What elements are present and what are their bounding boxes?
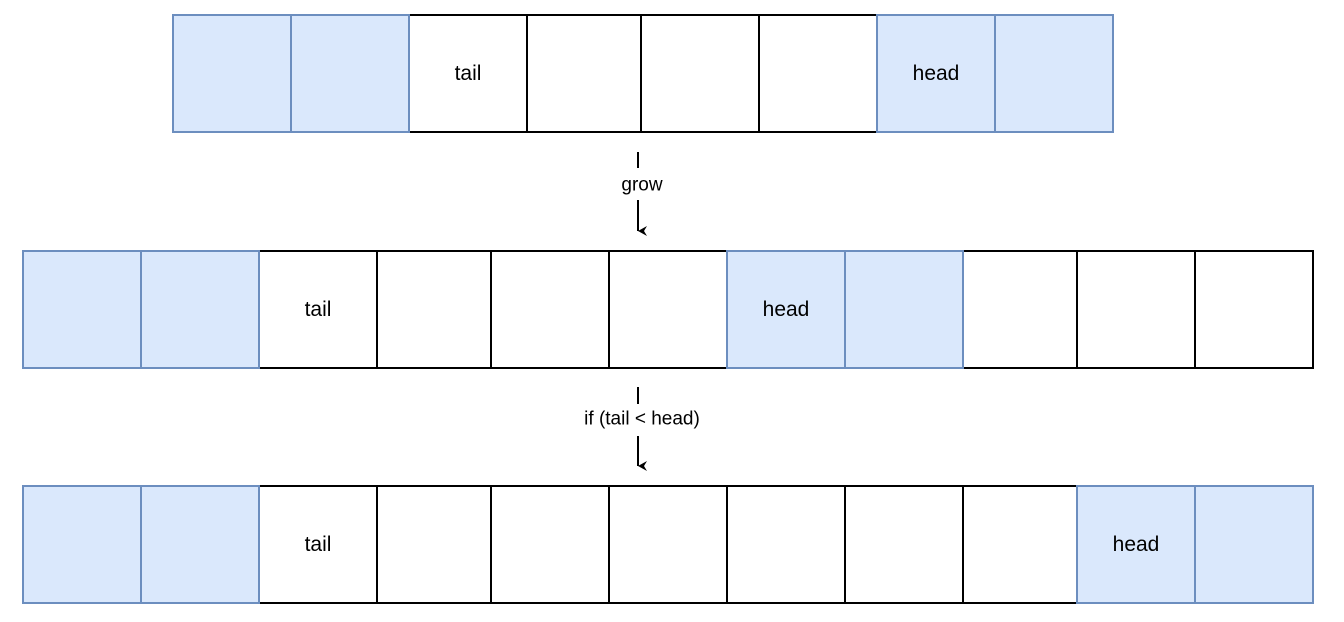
array-cell-r2-c5 — [490, 250, 610, 369]
highlighted-cell-r3-c11 — [1194, 485, 1314, 604]
array-cell-r3-c6 — [608, 485, 728, 604]
highlighted-cell-r3-c2 — [140, 485, 260, 604]
array-cell-r3-c9 — [962, 485, 1078, 604]
array-row-2: tail head — [22, 250, 1314, 369]
highlighted-cell-r3-c10 — [1076, 485, 1196, 604]
cell-label-head-r3: head — [1113, 533, 1160, 556]
highlighted-cell-r1-c8 — [994, 14, 1114, 133]
array-cell-r2-c6 — [608, 250, 728, 369]
cell-label-tail-r3: tail — [305, 533, 332, 556]
array-cell-r2-c11 — [1194, 250, 1314, 369]
array-cell-r3-c5 — [490, 485, 610, 604]
array-row-1: tail head — [172, 14, 1114, 133]
array-cell-r2-c4 — [376, 250, 492, 369]
highlighted-cell-r1-c2 — [290, 14, 410, 133]
highlighted-cell-r1-c7 — [876, 14, 996, 133]
array-cell-r1-c3 — [408, 14, 528, 133]
array-cell-r3-c8 — [844, 485, 964, 604]
cell-label-tail-r1: tail — [455, 62, 482, 85]
array-cell-r2-c3 — [258, 250, 378, 369]
array-cell-r3-c7 — [726, 485, 846, 604]
arrow-label-1: grow — [621, 175, 662, 196]
array-cell-r1-c4 — [526, 14, 642, 133]
highlighted-cell-r2-c1 — [22, 250, 142, 369]
highlighted-cell-r2-c2 — [140, 250, 260, 369]
highlighted-cell-r3-c1 — [22, 485, 142, 604]
highlighted-cell-r2-c8 — [844, 250, 964, 369]
cell-label-head-r1: head — [913, 62, 960, 85]
cell-label-head-r2: head — [763, 298, 810, 321]
array-cell-r3-c4 — [376, 485, 492, 604]
array-cell-r2-c10 — [1076, 250, 1196, 369]
arrow-1: grow — [621, 152, 663, 236]
arrow-label-2: if (tail < head) — [584, 409, 700, 430]
array-row-3: tail head — [22, 485, 1314, 604]
array-cell-r2-c9 — [962, 250, 1078, 369]
cell-label-tail-r2: tail — [305, 298, 332, 321]
arrow-2: if (tail < head) — [584, 387, 700, 471]
array-cell-r3-c3 — [258, 485, 378, 604]
array-cell-r1-c6 — [758, 14, 878, 133]
highlighted-cell-r1-c1 — [172, 14, 292, 133]
array-cell-r1-c5 — [640, 14, 760, 133]
